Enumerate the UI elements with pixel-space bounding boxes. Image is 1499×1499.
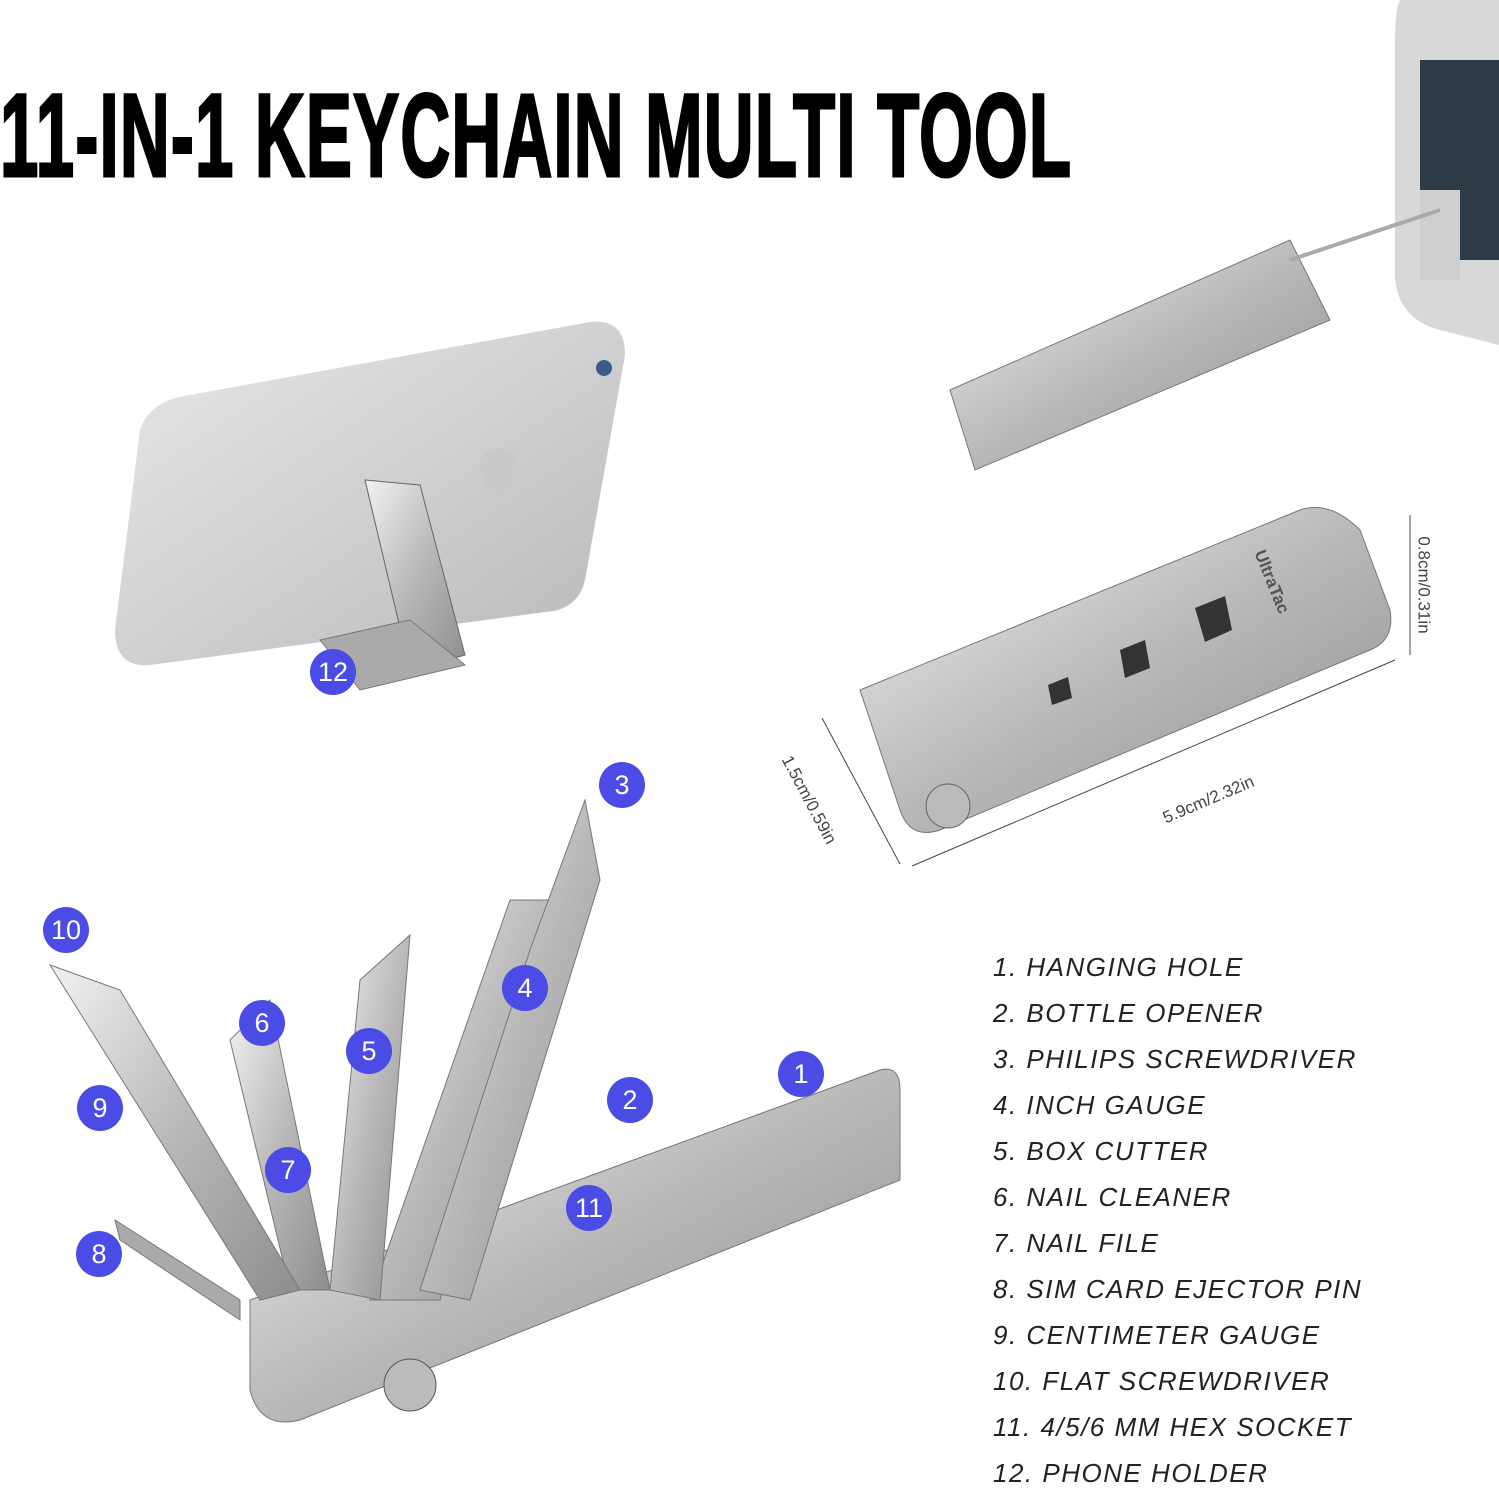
badge-4: 4 [502,965,548,1011]
badge-2: 2 [607,1077,653,1123]
badge-3: 3 [599,762,645,808]
badge-12: 12 [310,649,356,695]
badge-10: 10 [43,907,89,953]
unfolded-multitool-photo [48,798,901,1423]
feature-list: 1. HANGING HOLE 2. BOTTLE OPENER 3. PHIL… [993,950,1362,1499]
feature-item: 11. 4/5/6 MM HEX SOCKET [993,1412,1353,1442]
feature-item: 9. CENTIMETER GAUGE [993,1320,1321,1350]
thickness-dimension-label: 0.8cm/0.31in [1414,536,1434,634]
badge-5: 5 [346,1028,392,1074]
feature-item: 2. BOTTLE OPENER [993,998,1265,1028]
phone-stand-photo [115,321,625,691]
feature-item: 7. NAIL FILE [993,1228,1160,1258]
badge-7: 7 [265,1147,311,1193]
feature-item: 10. FLAT SCREWDRIVER [993,1366,1331,1396]
badge-6: 6 [239,1000,285,1046]
feature-item: 3. PHILIPS SCREWDRIVER [993,1044,1357,1074]
feature-item: 5. BOX CUTTER [993,1136,1209,1166]
feature-item: 12. PHONE HOLDER [993,1458,1269,1488]
badge-8: 8 [76,1231,122,1277]
feature-item: 4. INCH GAUGE [993,1090,1207,1120]
phone-corner-photo [949,0,1499,471]
badge-1: 1 [778,1051,824,1097]
badge-9: 9 [77,1085,123,1131]
badge-11: 11 [566,1185,612,1231]
feature-item: 8. SIM CARD EJECTOR PIN [993,1274,1363,1304]
feature-item: 6. NAIL CLEANER [993,1182,1232,1212]
feature-item: 1. HANGING HOLE [993,952,1244,982]
dimension-tool-photo [821,507,1411,867]
page-title: 11-IN-1 KEYCHAIN MULTI TOOL [0,69,1073,204]
